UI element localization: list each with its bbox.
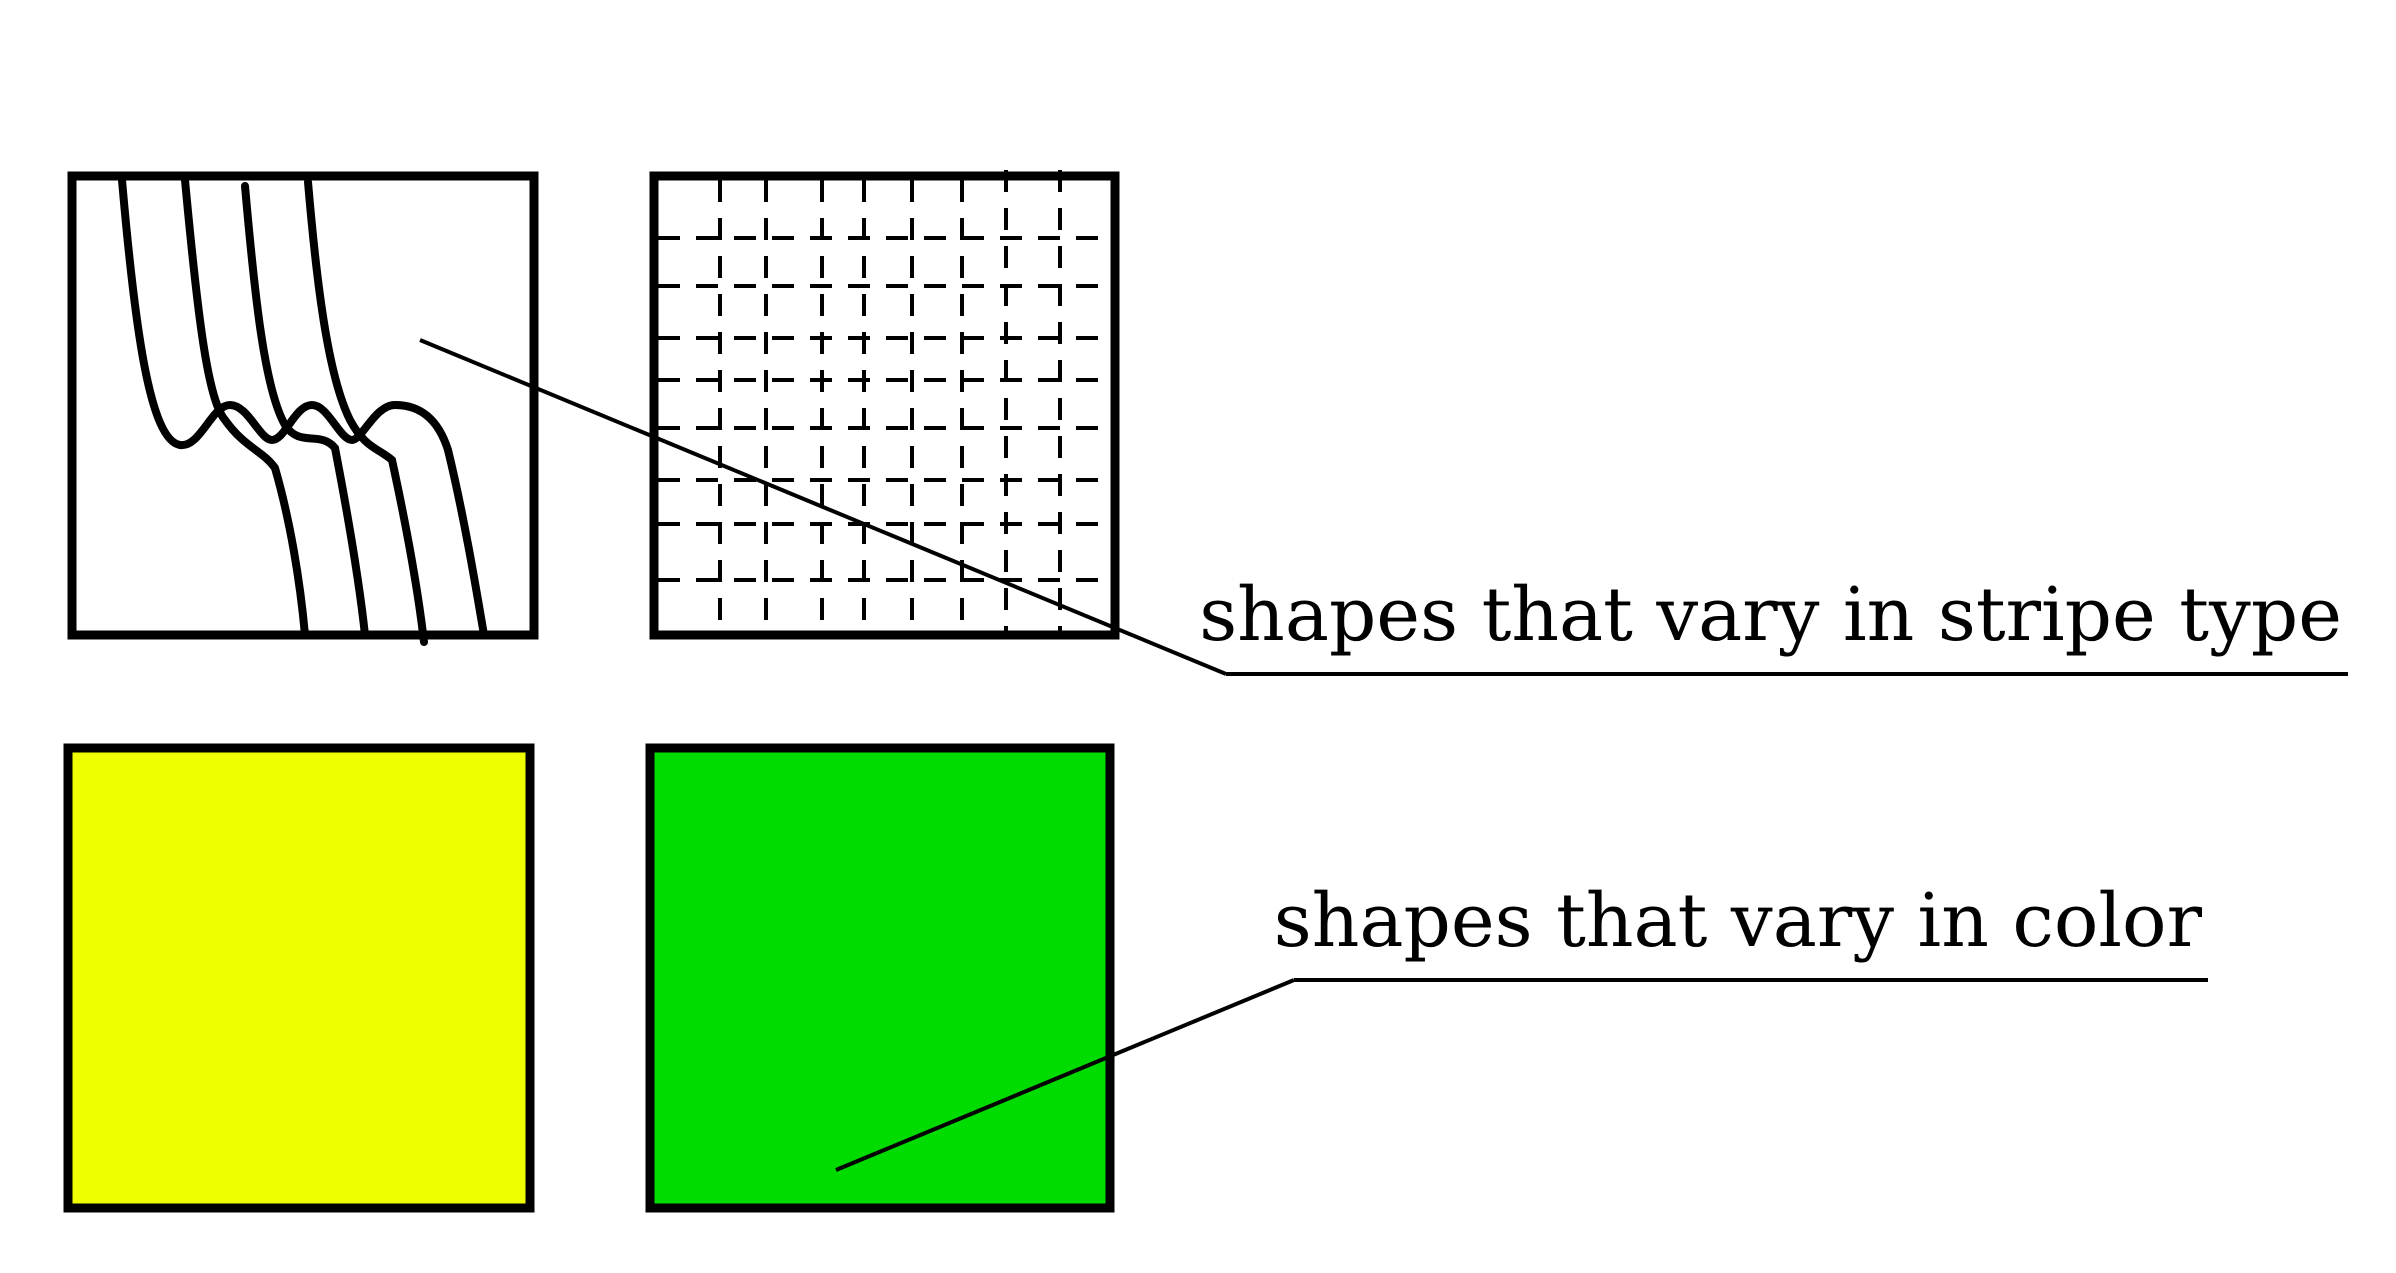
wavy-line-2 [181, 176, 309, 639]
green-square [645, 743, 1115, 1213]
wavy-line-1 [118, 176, 488, 639]
color-leader-diagonal [835, 978, 1295, 1172]
yellow-square [63, 743, 535, 1213]
stripe-leader-diagonal [419, 338, 1227, 676]
dashed-grid-vertical-lines [718, 170, 1062, 632]
wavy-stripe-lines [118, 176, 488, 646]
wavy-stripe-square [67, 171, 539, 646]
dashed-grid-square-border [649, 171, 1120, 640]
color-label: shapes that vary in color [1274, 878, 2203, 964]
dashed-grid-square [649, 170, 1120, 640]
stripe-label-leader [419, 338, 2348, 676]
color-label-leader [835, 978, 2208, 1172]
wavy-line-3 [241, 182, 369, 639]
wavy-line-4 [304, 178, 428, 646]
dashed-grid-square-fill [654, 176, 1115, 635]
stripe-type-label: shapes that vary in stripe type [1199, 572, 2342, 658]
